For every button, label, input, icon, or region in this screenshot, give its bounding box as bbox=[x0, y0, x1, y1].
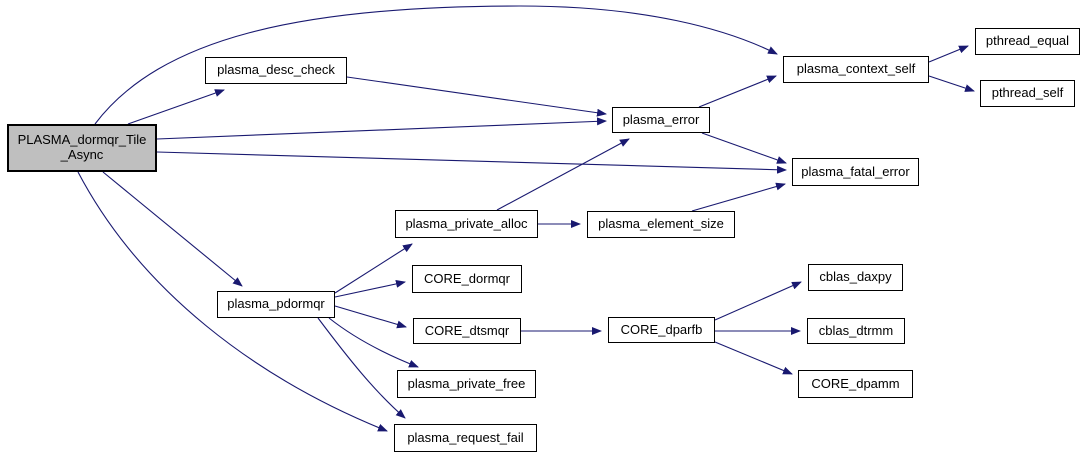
node-cblas_daxpy[interactable]: cblas_daxpy bbox=[808, 264, 903, 291]
edge-PLASMA_dormqr_Tile_Async-to-plasma_fatal_error bbox=[156, 151, 787, 174]
edge-plasma_context_self-to-pthread_equal bbox=[928, 45, 969, 63]
node-plasma_pdormqr[interactable]: plasma_pdormqr bbox=[217, 291, 335, 318]
node-plasma_request_fail[interactable]: plasma_request_fail bbox=[394, 424, 537, 452]
node-plasma_private_alloc[interactable]: plasma_private_alloc bbox=[395, 210, 538, 238]
edge-plasma_private_alloc-to-plasma_error bbox=[496, 138, 630, 211]
edge-PLASMA_dormqr_Tile_Async-to-plasma_desc_check bbox=[127, 89, 225, 125]
node-CORE_dparfb[interactable]: CORE_dparfb bbox=[608, 317, 715, 343]
edge-plasma_pdormqr-to-CORE_dormqr bbox=[334, 279, 406, 298]
node-pthread_self[interactable]: pthread_self bbox=[980, 80, 1075, 107]
node-plasma_element_size[interactable]: plasma_element_size bbox=[587, 211, 735, 238]
edge-PLASMA_dormqr_Tile_Async-to-plasma_pdormqr bbox=[102, 171, 243, 287]
edge-plasma_pdormqr-to-plasma_private_free bbox=[328, 317, 419, 368]
edge-plasma_pdormqr-to-plasma_request_fail bbox=[317, 317, 406, 419]
edge-PLASMA_dormqr_Tile_Async-to-plasma_request_fail bbox=[77, 171, 388, 432]
edge-CORE_dparfb-to-CORE_dpamm bbox=[714, 341, 793, 375]
node-cblas_dtrmm[interactable]: cblas_dtrmm bbox=[807, 318, 905, 344]
node-plasma_error[interactable]: plasma_error bbox=[612, 107, 710, 133]
edge-plasma_context_self-to-pthread_self bbox=[928, 75, 975, 92]
edge-plasma_pdormqr-to-CORE_dtsmqr bbox=[334, 305, 407, 329]
node-CORE_dpamm[interactable]: CORE_dpamm bbox=[798, 370, 913, 398]
edge-plasma_error-to-plasma_context_self bbox=[698, 75, 777, 108]
edge-plasma_desc_check-to-plasma_error bbox=[346, 76, 607, 117]
node-CORE_dtsmqr[interactable]: CORE_dtsmqr bbox=[413, 318, 521, 344]
node-plasma_fatal_error[interactable]: plasma_fatal_error bbox=[792, 158, 919, 186]
node-PLASMA_dormqr_Tile_Async: PLASMA_dormqr_Tile _Async bbox=[7, 124, 157, 172]
node-plasma_private_free[interactable]: plasma_private_free bbox=[397, 370, 536, 398]
edge-plasma_error-to-plasma_fatal_error bbox=[701, 132, 787, 164]
node-pthread_equal[interactable]: pthread_equal bbox=[975, 28, 1080, 55]
edge-PLASMA_dormqr_Tile_Async-to-plasma_error bbox=[156, 117, 607, 140]
edge-plasma_pdormqr-to-plasma_private_alloc bbox=[334, 243, 413, 294]
edge-plasma_element_size-to-plasma_fatal_error bbox=[691, 182, 786, 212]
edge-PLASMA_dormqr_Tile_Async-to-plasma_context_self bbox=[94, 5, 778, 125]
node-plasma_desc_check[interactable]: plasma_desc_check bbox=[205, 57, 347, 84]
node-plasma_context_self[interactable]: plasma_context_self bbox=[783, 56, 929, 83]
edge-CORE_dparfb-to-cblas_daxpy bbox=[714, 281, 802, 321]
node-CORE_dormqr[interactable]: CORE_dormqr bbox=[412, 265, 522, 293]
